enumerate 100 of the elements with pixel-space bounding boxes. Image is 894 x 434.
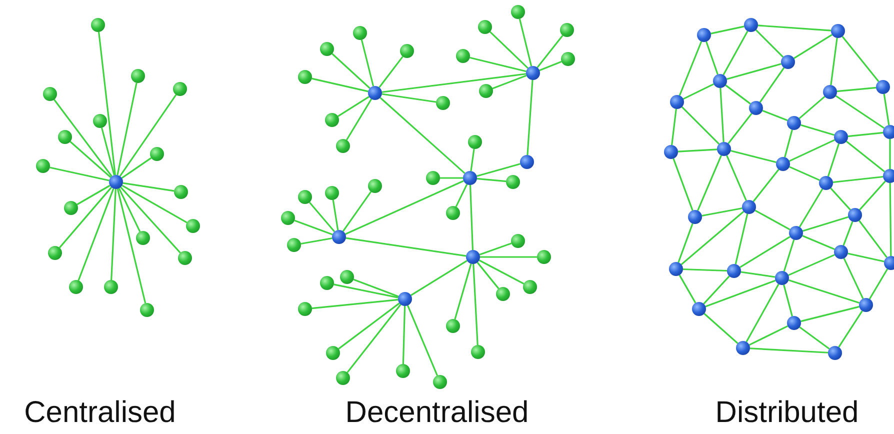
- connector-line: [119, 94, 177, 177]
- end-node: [69, 280, 83, 294]
- end-node: [93, 114, 107, 128]
- hub-node: [398, 292, 412, 306]
- connector-line: [842, 221, 854, 246]
- end-node: [150, 147, 164, 161]
- connector-line: [332, 53, 370, 89]
- end-node: [140, 303, 154, 317]
- connector-line: [681, 106, 720, 145]
- connector-line: [746, 284, 780, 342]
- connector-line: [798, 188, 824, 228]
- connector-line: [110, 188, 116, 280]
- hub-node: [742, 200, 756, 214]
- connector-line: [726, 63, 782, 80]
- end-node: [400, 44, 414, 58]
- end-node: [561, 52, 575, 66]
- end-node: [136, 231, 150, 245]
- connector-line: [720, 88, 724, 142]
- connector-line: [476, 163, 520, 177]
- connector-line: [346, 237, 466, 257]
- connector-line: [70, 141, 112, 178]
- hub-node: [717, 142, 731, 156]
- connector-line: [479, 242, 512, 256]
- end-node: [353, 26, 367, 40]
- hub-node: [775, 271, 789, 285]
- connector-line: [300, 237, 332, 245]
- end-node: [186, 219, 200, 233]
- end-node: [523, 280, 537, 294]
- hub-node: [781, 55, 795, 69]
- connector-line: [478, 260, 524, 284]
- connector-line: [382, 93, 436, 103]
- connector-line: [762, 110, 788, 122]
- connector-line: [122, 184, 188, 224]
- hub-node: [776, 157, 790, 171]
- connector-line: [784, 130, 793, 158]
- hub-node: [787, 316, 801, 330]
- connector-line: [706, 41, 718, 75]
- connector-line: [788, 254, 835, 276]
- connector-line: [526, 80, 534, 156]
- hub-node: [831, 24, 845, 38]
- connector-line: [868, 268, 888, 300]
- connector-line: [469, 184, 474, 250]
- connector-line: [480, 256, 537, 258]
- end-node: [326, 346, 340, 360]
- end-node: [64, 201, 78, 215]
- connector-line: [800, 124, 835, 136]
- connector-line: [832, 176, 884, 184]
- hub-node: [883, 125, 894, 139]
- connector-line: [759, 67, 785, 103]
- hub-node: [688, 210, 702, 224]
- connector-line: [710, 26, 744, 34]
- connector-line: [788, 279, 860, 304]
- hub-node: [332, 230, 346, 244]
- hub-node: [876, 80, 890, 94]
- connector-line: [678, 41, 702, 96]
- connector-line: [334, 284, 398, 298]
- hub-node: [368, 86, 382, 100]
- connector-line: [120, 186, 181, 254]
- connector-line: [802, 216, 849, 232]
- end-node: [368, 179, 382, 193]
- connector-line: [725, 84, 751, 104]
- connector-line: [740, 271, 776, 278]
- connector-line: [794, 34, 832, 59]
- end-node: [287, 238, 301, 252]
- connector-line: [78, 188, 114, 281]
- connector-line: [682, 268, 728, 272]
- hub-node: [819, 176, 833, 190]
- connector-line: [843, 258, 864, 300]
- connector-line: [54, 99, 112, 177]
- connector-line: [378, 56, 404, 88]
- connector-line: [703, 276, 730, 304]
- hub-node: [463, 171, 477, 185]
- hub-node: [664, 145, 678, 159]
- connector-line: [702, 207, 742, 217]
- connector-line: [672, 158, 694, 211]
- hub-node: [713, 74, 727, 88]
- hub-node: [697, 28, 711, 42]
- connector-line: [754, 210, 790, 230]
- connector-line: [472, 264, 478, 346]
- connector-line: [783, 284, 793, 316]
- end-node: [298, 70, 312, 84]
- end-node: [43, 87, 57, 101]
- connector-line: [406, 305, 438, 376]
- end-node: [320, 42, 334, 56]
- hub-node: [787, 116, 801, 130]
- end-node: [479, 84, 493, 98]
- hub-node: [823, 85, 837, 99]
- connector-line: [789, 139, 835, 162]
- end-node: [436, 96, 450, 110]
- connector-line: [678, 223, 694, 263]
- connector-line: [50, 166, 110, 182]
- end-node: [325, 113, 339, 127]
- connector-line: [705, 280, 776, 308]
- connector-line: [360, 40, 374, 86]
- end-node: [446, 206, 460, 220]
- end-node: [468, 135, 482, 149]
- hub-node: [736, 341, 750, 355]
- connector-line: [722, 30, 748, 76]
- end-node: [298, 190, 312, 204]
- connector-line: [842, 36, 880, 82]
